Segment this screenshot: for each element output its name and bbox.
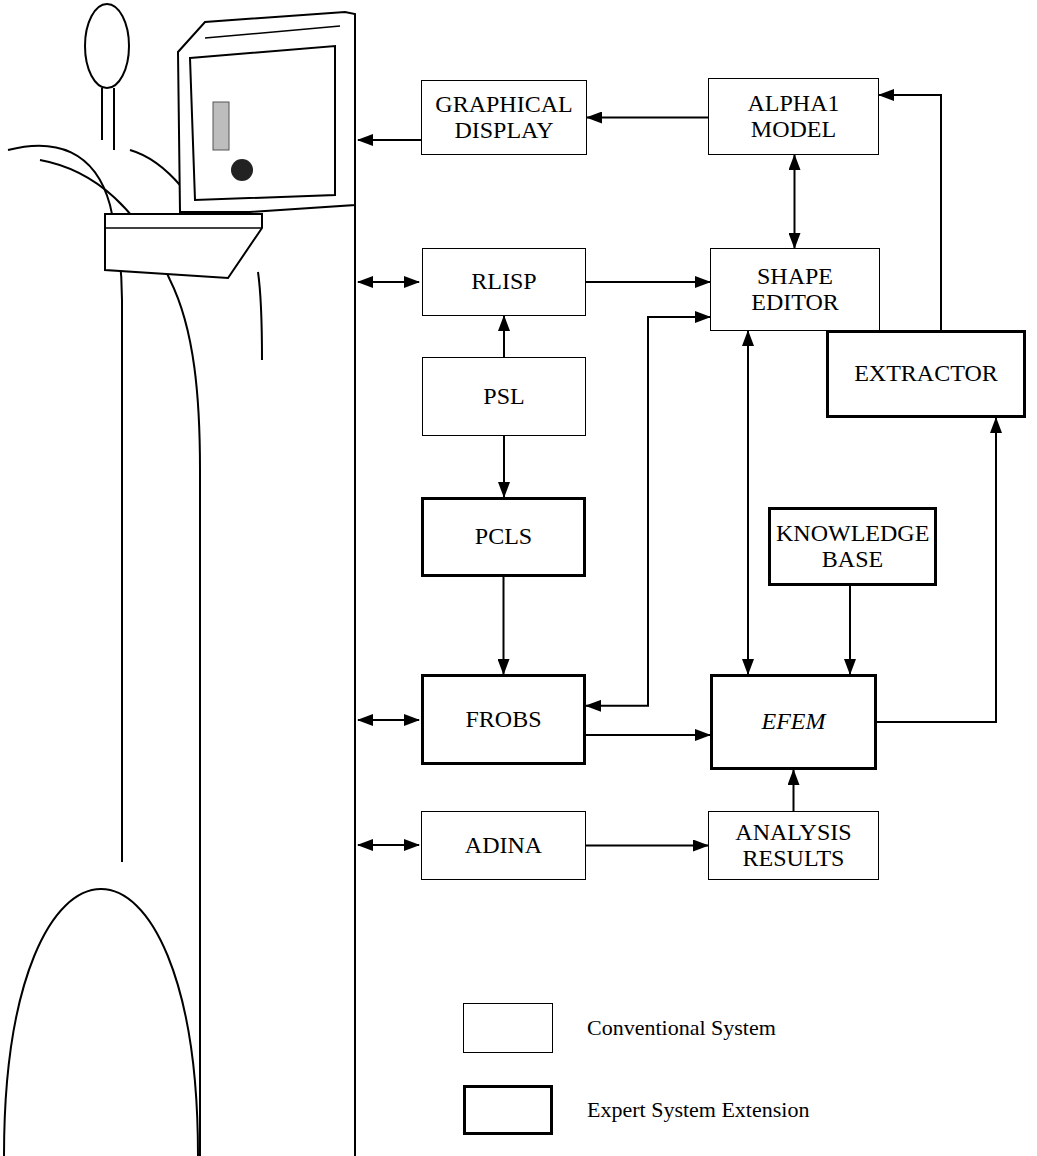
box-label: EXTRACTOR	[854, 361, 998, 387]
chair-outline	[4, 889, 198, 1156]
conventional-system-box: GRAPHICAL DISPLAY	[421, 80, 587, 155]
monitor-screen	[190, 46, 335, 200]
person-neck	[102, 88, 114, 150]
legend-row: Expert System Extension	[463, 1085, 809, 1135]
expert-extension-box: EXTRACTOR	[826, 330, 1026, 418]
conventional-system-box: ANALYSIS RESULTS	[708, 811, 879, 880]
keyboard-edge	[105, 227, 262, 229]
flow-arrow	[587, 117, 708, 119]
monitor-body	[178, 12, 355, 212]
expert-extension-box: KNOWLEDGE BASE	[768, 507, 937, 586]
flow-arrow	[793, 770, 795, 811]
legend-row: Conventional System	[463, 1003, 776, 1053]
user-adina-arrow	[358, 844, 419, 846]
box-label: RLISP	[471, 269, 536, 295]
box-label: PCLS	[475, 524, 532, 550]
display-to-user-arrow	[358, 139, 421, 141]
flow-arrow	[849, 586, 851, 674]
box-label: KNOWLEDGE BASE	[776, 521, 929, 573]
flow-arrow	[586, 281, 710, 283]
flow-arrow	[503, 577, 505, 674]
conventional-system-box: PSL	[422, 357, 586, 436]
box-label: GRAPHICAL DISPLAY	[427, 92, 581, 144]
flow-arrow	[586, 734, 710, 736]
legend-label: Expert System Extension	[587, 1097, 809, 1123]
monitor-top-edge	[205, 26, 340, 38]
screen-window	[213, 102, 229, 150]
conventional-system-box: SHAPE EDITOR	[710, 248, 880, 331]
flow-arrow	[586, 317, 710, 706]
flow-arrow	[879, 95, 941, 330]
flow-arrow	[794, 155, 796, 248]
expert-extension-box: EFEM	[710, 674, 877, 770]
flow-arrow	[503, 436, 505, 497]
box-label: ALPHA1 MODEL	[714, 91, 873, 143]
legend-label: Conventional System	[587, 1015, 776, 1041]
person-front	[40, 160, 200, 1156]
expert-extension-box: PCLS	[421, 497, 586, 577]
terminal-stand-edge	[258, 272, 262, 360]
legend-swatch	[463, 1003, 553, 1053]
keyboard-tray	[105, 214, 262, 278]
expert-extension-box: FROBS	[421, 674, 586, 765]
screen-icon	[231, 159, 253, 181]
user-frobs-arrow	[358, 719, 419, 721]
user-rlisp-arrow	[358, 281, 419, 283]
box-label: ADINA	[465, 833, 542, 859]
box-label: PSL	[483, 384, 524, 410]
conventional-system-box: ALPHA1 MODEL	[708, 78, 879, 155]
box-label: SHAPE EDITOR	[716, 264, 874, 316]
person-head	[85, 4, 129, 88]
conventional-system-box: RLISP	[422, 248, 586, 316]
legend-swatch	[463, 1085, 553, 1135]
flow-arrow	[747, 331, 749, 674]
flow-arrow	[586, 845, 708, 847]
box-label: FROBS	[465, 707, 541, 733]
flow-arrow	[503, 316, 505, 357]
box-label: ANALYSIS RESULTS	[714, 820, 873, 872]
box-label: EFEM	[762, 709, 826, 735]
conventional-system-box: ADINA	[421, 811, 586, 880]
